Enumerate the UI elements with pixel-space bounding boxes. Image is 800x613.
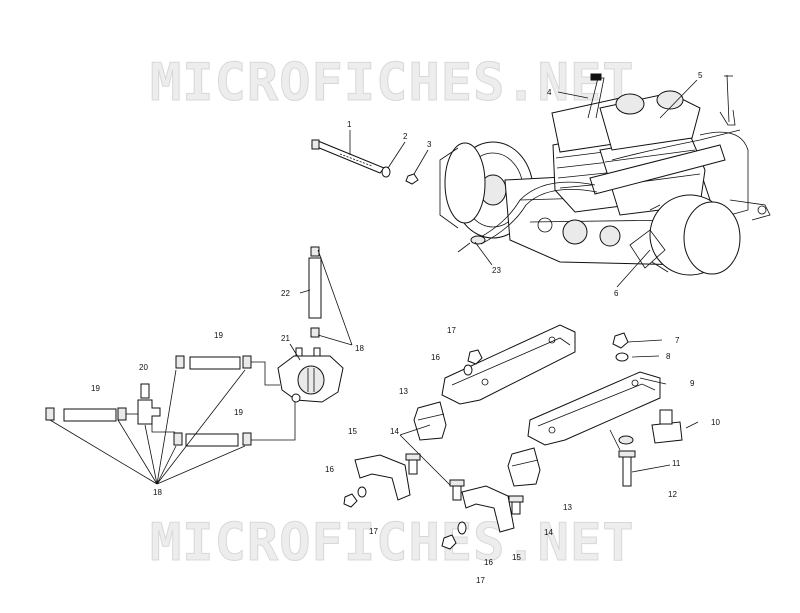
- part-9-mount-bracket-upper: [441, 324, 576, 405]
- callout-19-lower: 19: [234, 408, 243, 417]
- callout-14-right: 14: [544, 528, 553, 537]
- callout-15-right: 15: [512, 553, 521, 562]
- part-19-hose-lower: [185, 433, 239, 447]
- callout-5: 5: [698, 71, 703, 80]
- engine-mount-hardware: [310, 139, 419, 185]
- callout-18-bottom: 18: [153, 488, 162, 497]
- part-22-hose: [308, 257, 322, 319]
- callout-14-left: 14: [390, 427, 399, 436]
- part-13-rubber-mount-right: [507, 447, 541, 487]
- callout-11: 11: [672, 459, 681, 468]
- callout-15-left: 15: [348, 427, 357, 436]
- callout-12: 12: [668, 490, 677, 499]
- part-13-rubber-mount-left: [413, 401, 447, 441]
- callout-10: 10: [711, 418, 720, 427]
- part-20-tee-fitting: [137, 399, 161, 425]
- callout-16-b: 16: [325, 465, 334, 474]
- callout-17-c: 17: [476, 576, 485, 585]
- callout-19-left: 19: [91, 384, 100, 393]
- callout-16-c: 16: [484, 558, 493, 567]
- callout-23: 23: [492, 266, 501, 275]
- part-19-hose-left: [63, 408, 117, 422]
- part-2-washer: [381, 166, 391, 178]
- callout-20: 20: [139, 363, 148, 372]
- callout-13-left: 13: [399, 387, 408, 396]
- callout-17-a: 17: [447, 326, 456, 335]
- callout-7: 7: [675, 336, 680, 345]
- callout-21: 21: [281, 334, 290, 343]
- callout-6: 6: [614, 289, 619, 298]
- callout-1: 1: [347, 120, 352, 129]
- callout-leaders: [289, 79, 698, 361]
- callout-22: 22: [281, 289, 290, 298]
- part-10-motor-mount: [651, 421, 683, 444]
- callout-3: 3: [427, 140, 432, 149]
- callout-16-a: 16: [431, 353, 440, 362]
- fuel-pump-system: [45, 246, 353, 485]
- part-15-bracket-left: [354, 454, 411, 501]
- callout-18-top: 18: [355, 344, 364, 353]
- engine-assembly: [439, 73, 771, 276]
- part-9-mount-bracket-lower: [527, 371, 661, 446]
- callout-labels: 1 2 3 4 5 6 7 8 9 10 11 12 13 13 14 14 1…: [91, 71, 720, 585]
- callout-4: 4: [547, 88, 552, 97]
- callout-2: 2: [403, 132, 408, 141]
- engine-mounts: [343, 324, 699, 550]
- part-15-bracket-right: [461, 485, 515, 533]
- part-19-hose-upper: [189, 356, 241, 370]
- watermark-top: MICROFICHES.NET: [150, 53, 635, 113]
- part-3-nut: [405, 173, 419, 185]
- callout-13-right: 13: [563, 503, 572, 512]
- callout-9: 9: [690, 379, 695, 388]
- callout-17-b: 17: [369, 527, 378, 536]
- callout-8: 8: [666, 352, 671, 361]
- callout-19-upper: 19: [214, 331, 223, 340]
- watermark-bottom: MICROFICHES.NET: [150, 513, 635, 573]
